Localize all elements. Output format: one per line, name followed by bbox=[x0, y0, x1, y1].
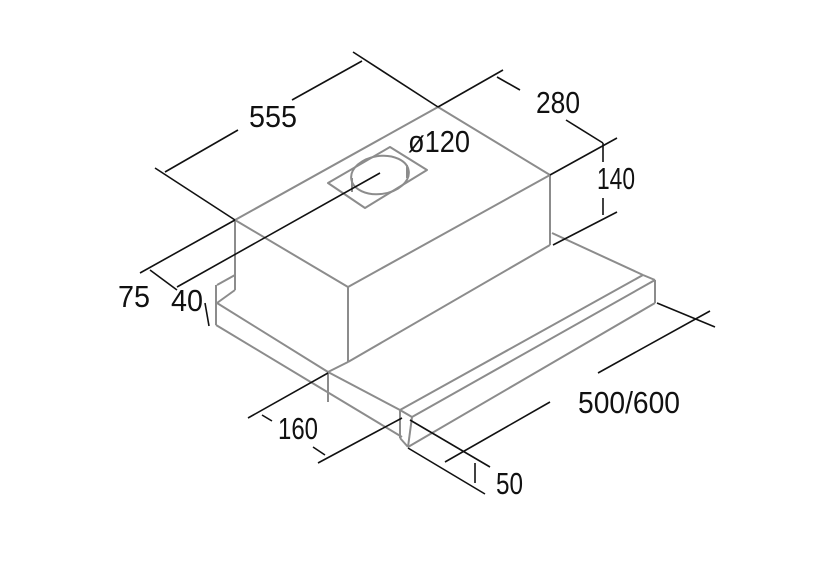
tray-height-label: 40 bbox=[171, 283, 203, 318]
dimension-height: 140 bbox=[552, 143, 635, 246]
front-panel-label: 50 bbox=[496, 466, 523, 501]
dimension-extended-depth: 500/600 bbox=[444, 302, 716, 463]
base-tray bbox=[215, 232, 644, 438]
depth-label: 280 bbox=[536, 85, 580, 120]
extended-depth-label: 500/600 bbox=[578, 385, 680, 420]
dimension-width: 555 bbox=[154, 51, 439, 221]
height-label: 140 bbox=[597, 161, 635, 196]
front-panel bbox=[399, 274, 656, 448]
width-label: 555 bbox=[249, 99, 297, 134]
dimension-tray-depth: 160 bbox=[247, 372, 403, 464]
duct-offset-label: 75 bbox=[118, 279, 150, 314]
dimension-depth: 280 bbox=[437, 69, 618, 176]
duct-diameter-label: ø120 bbox=[408, 124, 470, 159]
dimension-front-panel: 50 bbox=[407, 419, 523, 501]
tray-depth-label: 160 bbox=[278, 411, 318, 446]
hood-body bbox=[234, 106, 551, 363]
duct-outlet bbox=[327, 146, 428, 209]
dimension-duct: ø120 75 bbox=[118, 124, 470, 314]
dimension-tray-height: 40 bbox=[171, 283, 210, 327]
